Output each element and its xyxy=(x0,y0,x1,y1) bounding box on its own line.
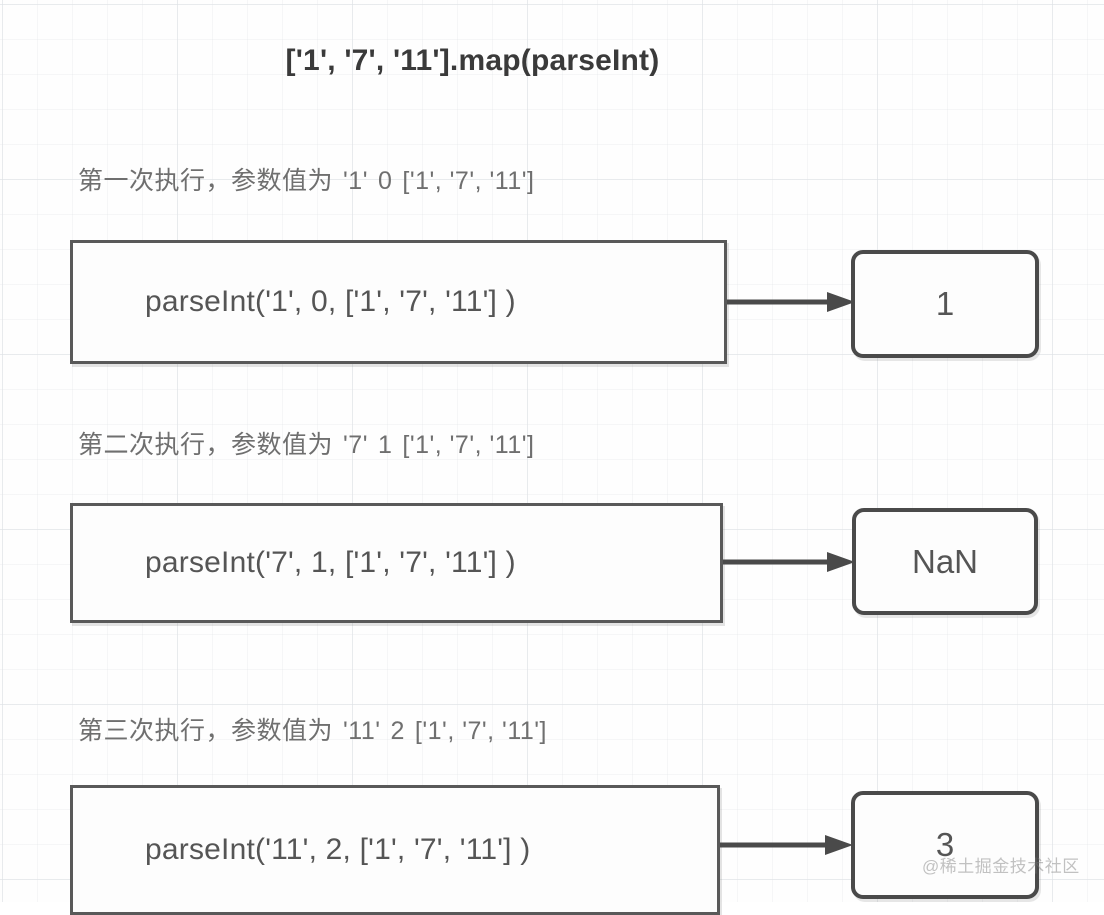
result-box-1-value: 1 xyxy=(935,285,955,322)
result-box-3[interactable]: 3 xyxy=(851,791,1039,899)
step-caption-1: 第一次执行，参数值为 '1' 0 ['1', '7', '11'] xyxy=(78,161,534,197)
step-caption-1-prefix: 第一次执行，参数值为 xyxy=(78,167,334,195)
result-box-1[interactable]: 1 xyxy=(851,250,1039,358)
step-caption-1-value: '1' xyxy=(343,167,368,195)
step-caption-2-prefix: 第二次执行，参数值为 xyxy=(78,431,334,459)
call-box-3-text: parseInt('11', 2, ['1', '7', '11'] ) xyxy=(145,833,531,866)
arrow-right-icon-1 xyxy=(727,292,855,312)
watermark: @稀土掘金技术社区 xyxy=(922,857,1080,876)
call-box-2[interactable]: parseInt('7', 1, ['1', '7', '11'] ) xyxy=(70,503,723,623)
page-title: ['1', '7', '11'].map(parseInt) xyxy=(285,44,660,77)
result-box-2-value: NaN xyxy=(911,542,979,580)
step-caption-3-array: ['1', '7', '11'] xyxy=(414,717,547,745)
step-caption-3-index: 2 xyxy=(390,717,405,745)
arrow-right-icon-3 xyxy=(720,835,853,855)
step-caption-1-index: 0 xyxy=(377,167,393,195)
step-caption-2-array: ['1', '7', '11'] xyxy=(402,431,535,459)
call-box-2-text: parseInt('7', 1, ['1', '7', '11'] ) xyxy=(145,546,516,579)
result-box-2[interactable]: NaN xyxy=(852,508,1038,615)
step-caption-3: 第三次执行，参数值为 '11' 2 ['1', '7', '11'] xyxy=(78,711,547,747)
result-box-3-value: 3 xyxy=(935,826,955,863)
step-caption-3-value: '11' xyxy=(343,717,381,745)
call-box-3[interactable]: parseInt('11', 2, ['1', '7', '11'] ) xyxy=(70,785,720,915)
step-caption-1-array: ['1', '7', '11'] xyxy=(402,167,535,195)
step-caption-2-value: '7' xyxy=(343,431,368,459)
call-box-1[interactable]: parseInt('1', 0, ['1', '7', '11'] ) xyxy=(70,240,727,364)
call-box-1-text: parseInt('1', 0, ['1', '7', '11'] ) xyxy=(145,285,516,318)
step-caption-3-prefix: 第三次执行，参数值为 xyxy=(78,717,334,745)
step-caption-2: 第二次执行，参数值为 '7' 1 ['1', '7', '11'] xyxy=(78,425,534,461)
arrow-right-icon-2 xyxy=(723,552,855,572)
step-caption-2-index: 1 xyxy=(377,431,393,459)
